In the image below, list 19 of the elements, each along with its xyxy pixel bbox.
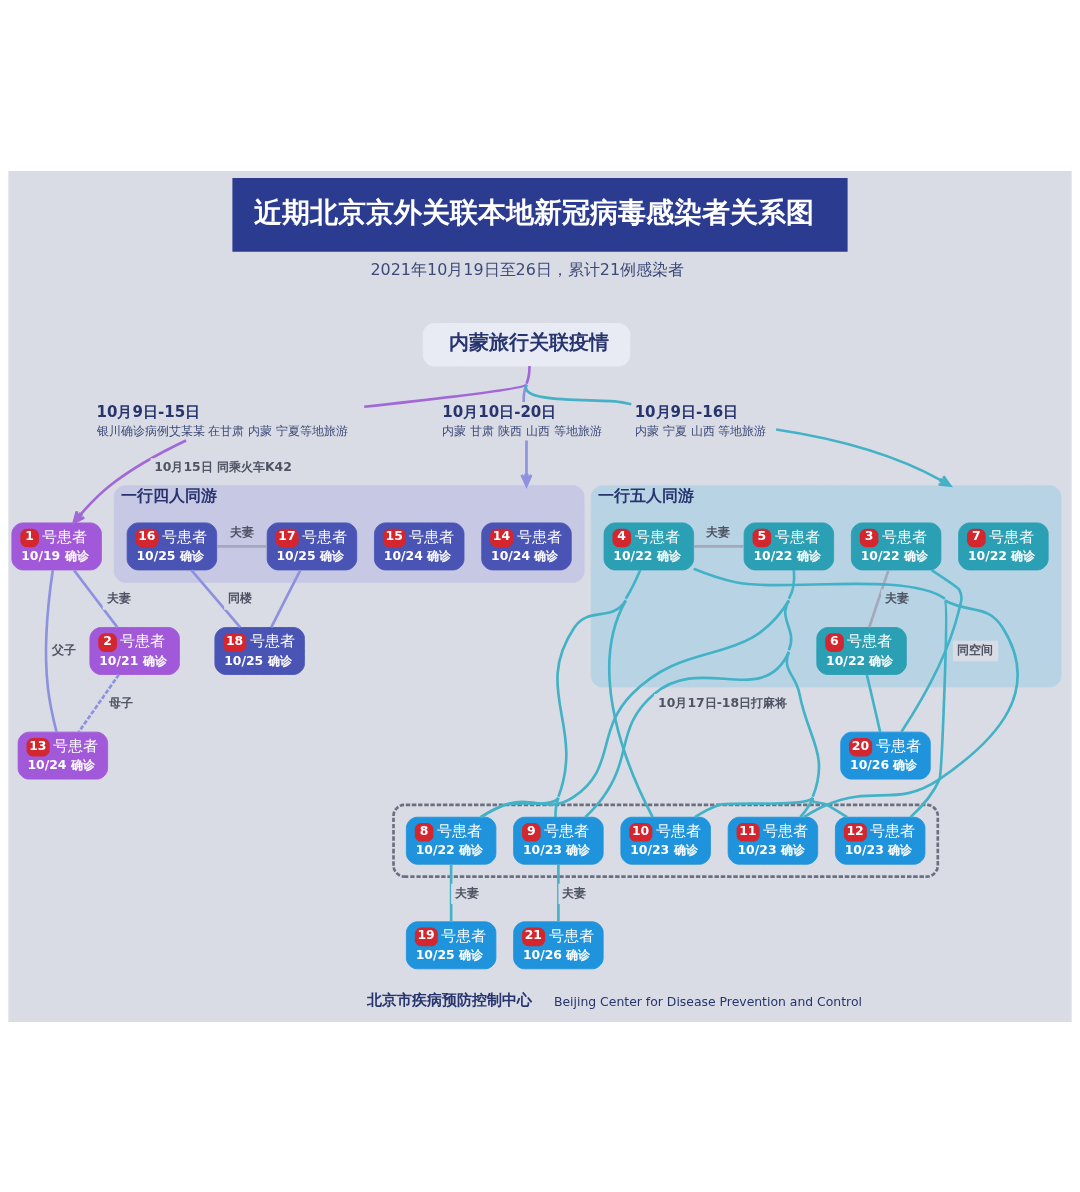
label: 2021年10月19日至26日，累计21例感染者 [370,259,685,279]
node-text: 10月9日-15日 银川确诊病例艾某某 在甘肃 内蒙 宁夏等地旅游 [96,402,349,438]
label: Beijing Center for Disease Prevention and Control [553,993,862,1009]
node-text: 10月10日-20日 内蒙 甘肃 陕西 山西 等地旅游 [442,402,603,438]
edge-label: 同楼 [228,589,253,605]
edge-label: 夫妻 [455,884,480,900]
edge-label: 夫妻 [885,589,910,605]
edge-label: 同空间 [956,641,993,657]
label: 北京市疾病预防控制中心 [366,990,532,1009]
edge-label: 夫妻 [106,589,131,605]
edge-label: 夫妻 [562,884,587,900]
edge-label: 夫妻 [706,523,731,539]
edge-label: 10月17日-18日打麻将 [658,694,788,710]
node-text: 10月9日-16日 内蒙 宁夏 山西 等地旅游 [634,402,767,438]
edge-label: 夫妻 [229,523,254,539]
diagram-title: 近期北京京外关联本地新冠病毒感染者关系图 [253,195,814,229]
edge-label: 10月15日 同乘火车K42 [154,458,292,474]
edge-label: 父子 [51,641,76,657]
edge-label: 母子 [109,694,134,710]
